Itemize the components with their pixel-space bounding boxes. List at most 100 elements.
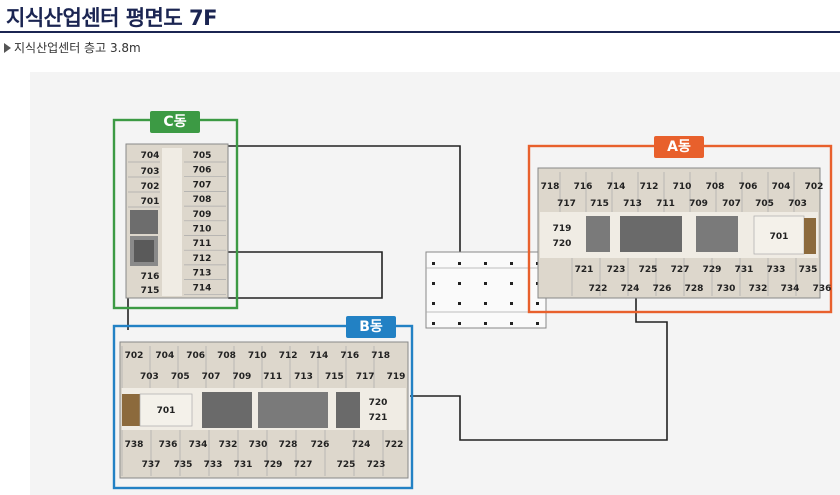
lobby-column <box>432 262 435 265</box>
room-label-c-704: 704 <box>141 151 160 161</box>
room-label-b-730: 730 <box>249 440 268 450</box>
room-label-c-716: 716 <box>141 272 160 282</box>
room-label-b-717: 717 <box>356 372 375 382</box>
room-label-a-706: 706 <box>739 182 758 192</box>
room-label-c-707: 707 <box>193 180 212 190</box>
room-label-c-710: 710 <box>193 225 212 235</box>
room-label-a-736: 736 <box>813 284 832 294</box>
lobby-column <box>432 282 435 285</box>
lobby-column <box>432 322 435 325</box>
room-label-a-711: 711 <box>656 199 675 209</box>
room-label-b-713: 713 <box>294 372 313 382</box>
room-label-a-724: 724 <box>621 284 640 294</box>
room-label-b-715: 715 <box>325 372 344 382</box>
room-label-c-712: 712 <box>193 254 212 264</box>
room-label-c-715: 715 <box>141 286 160 296</box>
room-label-a-709: 709 <box>689 199 708 209</box>
room-label-a-710: 710 <box>673 182 692 192</box>
room-label-b-703: 703 <box>140 372 159 382</box>
room-label-b-709: 709 <box>232 372 251 382</box>
room-label-a-713: 713 <box>623 199 642 209</box>
title-divider <box>0 31 840 33</box>
room-label-b-721: 721 <box>369 413 388 423</box>
room-label-b-720: 720 <box>369 398 388 408</box>
room-label-a-729: 729 <box>703 265 722 275</box>
room-label-a-728: 728 <box>685 284 704 294</box>
room-label-a-719: 719 <box>553 224 572 234</box>
room-label-a-717: 717 <box>557 199 576 209</box>
room-label-b-737: 737 <box>142 460 161 470</box>
room-label-b-701: 701 <box>157 406 176 416</box>
room-label-b-707: 707 <box>202 372 221 382</box>
lobby-column <box>458 322 461 325</box>
room-label-b-725: 725 <box>337 460 356 470</box>
room-label-b-704: 704 <box>155 351 174 361</box>
room-label-b-714: 714 <box>310 351 329 361</box>
room-label-b-736: 736 <box>159 440 178 450</box>
room-label-b-718: 718 <box>371 351 390 361</box>
room-label-b-705: 705 <box>171 372 190 382</box>
room-label-a-705: 705 <box>755 199 774 209</box>
room-label-c-708: 708 <box>193 195 212 205</box>
block-b-plan <box>119 341 409 479</box>
room-label-a-722: 722 <box>589 284 608 294</box>
lobby-column <box>458 302 461 305</box>
triangle-bullet-icon <box>4 43 11 53</box>
central-lobby <box>425 251 547 329</box>
page-title: 지식산업센터 평면도 7F <box>6 6 217 30</box>
connector-c-a-top <box>228 145 545 255</box>
room-label-b-706: 706 <box>186 351 205 361</box>
room-label-a-735: 735 <box>799 265 818 275</box>
room-label-a-731: 731 <box>735 265 754 275</box>
room-label-b-733: 733 <box>204 460 223 470</box>
room-label-b-729: 729 <box>264 460 283 470</box>
block-c-plan <box>125 143 229 299</box>
room-label-b-712: 712 <box>279 351 298 361</box>
room-label-b-716: 716 <box>340 351 359 361</box>
room-label-b-702: 702 <box>125 351 144 361</box>
lobby-column <box>536 302 539 305</box>
room-label-b-727: 727 <box>294 460 313 470</box>
lobby-column <box>510 282 513 285</box>
room-label-b-735: 735 <box>174 460 193 470</box>
lobby-column <box>536 322 539 325</box>
room-label-b-724: 724 <box>352 440 371 450</box>
room-label-c-702: 702 <box>141 182 160 192</box>
room-label-a-718: 718 <box>541 182 560 192</box>
block-b-outline <box>112 324 414 490</box>
room-label-b-732: 732 <box>219 440 238 450</box>
room-label-a-723: 723 <box>607 265 626 275</box>
lobby-column <box>510 322 513 325</box>
room-label-a-703: 703 <box>788 199 807 209</box>
room-label-a-727: 727 <box>671 265 690 275</box>
lobby-column <box>484 302 487 305</box>
room-label-b-731: 731 <box>234 460 253 470</box>
lobby-column <box>458 262 461 265</box>
room-label-a-704: 704 <box>772 182 791 192</box>
room-label-a-721: 721 <box>575 265 594 275</box>
room-label-a-714: 714 <box>607 182 626 192</box>
connector-b-a-bottom <box>410 298 668 441</box>
room-label-b-711: 711 <box>263 372 282 382</box>
floor-height-note: 지식산업센터 층고 3.8m <box>4 39 141 56</box>
room-label-c-703: 703 <box>141 167 160 177</box>
room-label-a-715: 715 <box>590 199 609 209</box>
room-label-b-722: 722 <box>385 440 404 450</box>
lobby-column <box>510 302 513 305</box>
room-label-a-734: 734 <box>781 284 800 294</box>
room-label-a-720: 720 <box>553 239 572 249</box>
room-label-c-711: 711 <box>193 239 212 249</box>
connector-c-mid-top <box>228 251 383 299</box>
room-label-a-707: 707 <box>722 199 741 209</box>
room-label-c-714: 714 <box>193 283 212 293</box>
room-label-b-708: 708 <box>217 351 236 361</box>
room-label-b-726: 726 <box>311 440 330 450</box>
lobby-column <box>458 282 461 285</box>
room-label-b-723: 723 <box>367 460 386 470</box>
room-label-c-705: 705 <box>193 151 212 161</box>
room-label-b-728: 728 <box>279 440 298 450</box>
room-label-a-733: 733 <box>767 265 786 275</box>
room-label-a-732: 732 <box>749 284 768 294</box>
room-label-c-713: 713 <box>193 269 212 279</box>
